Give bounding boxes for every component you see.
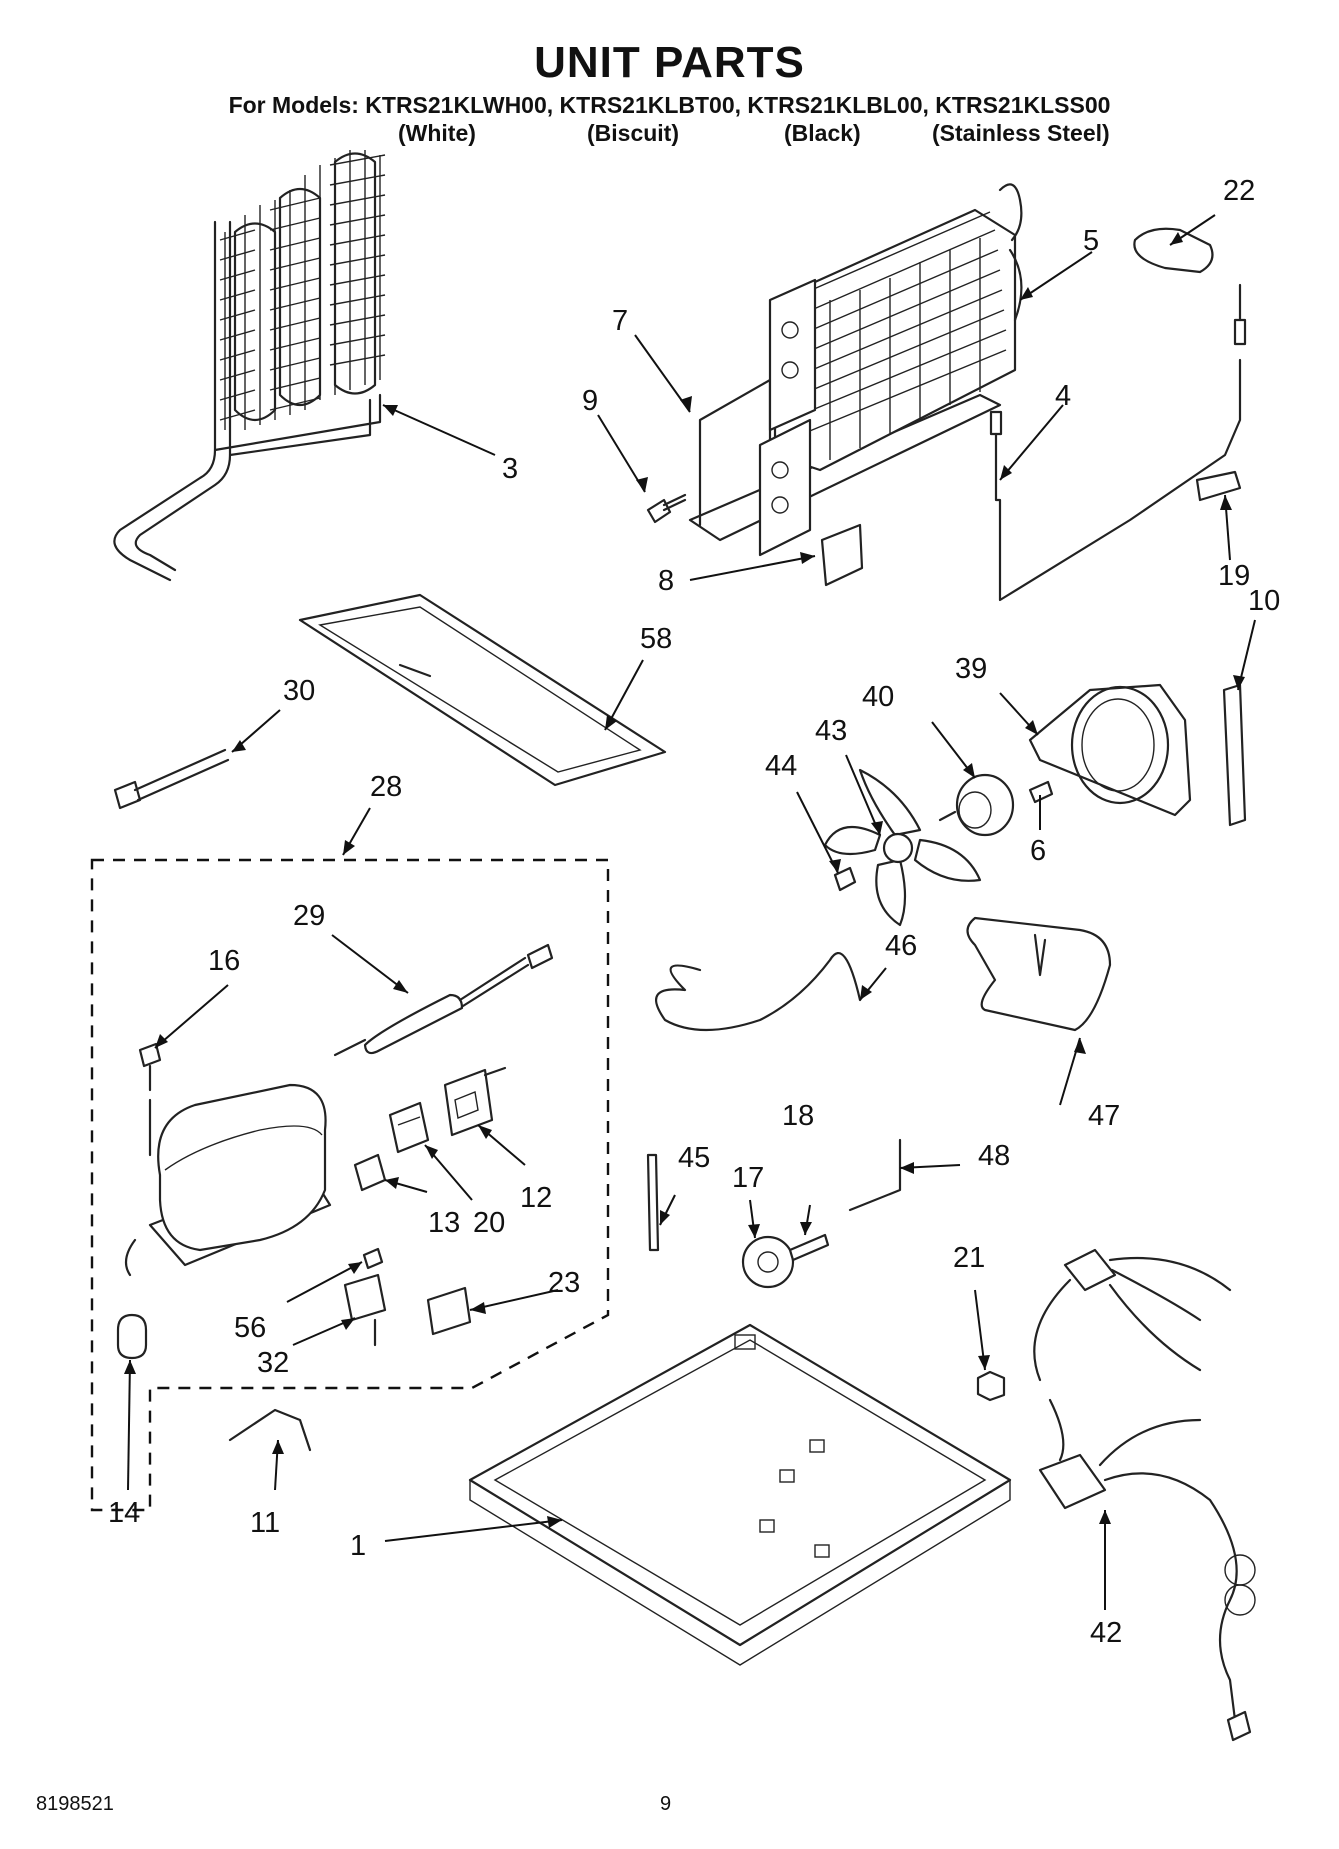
bracket-clip: [820, 523, 864, 587]
callout-16: 16: [208, 945, 240, 977]
capacitor-plug: [426, 1286, 472, 1336]
variant-biscuit: (Biscuit): [587, 120, 679, 146]
callout-22: 22: [1223, 175, 1255, 207]
wire-harness: [1033, 1248, 1256, 1742]
variant-black: (Black): [784, 120, 861, 146]
defrost-sensor: [989, 283, 1247, 602]
blade-retainer: [833, 866, 857, 892]
mounting-grommet: [116, 1313, 148, 1360]
rubber-cap: [1133, 227, 1214, 274]
compressor: [124, 1083, 332, 1277]
terminal-cover: [443, 1066, 507, 1137]
callout-32: 32: [257, 1347, 289, 1379]
callout-18: 18: [782, 1100, 814, 1132]
models-line: For Models: KTRS21KLWH00, KTRS21KLBT00, …: [228, 92, 1111, 118]
callout-10: 10: [1248, 585, 1280, 617]
callout-8: 8: [658, 565, 674, 597]
callout-13: 13: [428, 1207, 460, 1239]
roller-pin: [646, 1153, 660, 1252]
drain-tube: [848, 1138, 902, 1212]
motor-screw: [1028, 780, 1054, 804]
hex-nut: [976, 1370, 1006, 1402]
callout-45: 45: [678, 1142, 710, 1174]
callout-9: 9: [582, 385, 598, 417]
variant-stainless-steel: (Stainless Steel): [932, 120, 1110, 146]
roller-axle: [788, 1233, 830, 1262]
callout-56: 56: [234, 1312, 266, 1344]
callout-43: 43: [815, 715, 847, 747]
callout-4: 4: [1055, 380, 1071, 412]
capacitor-screw: [362, 1247, 384, 1270]
page-number: 9: [660, 1793, 672, 1815]
variant-white: (White): [398, 120, 476, 146]
evaporator-screw: [646, 493, 687, 524]
compressor-kit-boundary: [90, 858, 610, 1512]
callout-23: 23: [548, 1267, 580, 1299]
fan-shroud: [1028, 683, 1192, 817]
fan-blade: [823, 768, 982, 927]
callout-58: 58: [640, 623, 672, 655]
condenser-coil: [113, 150, 386, 582]
callout-46: 46: [885, 930, 917, 962]
filter-drier: [333, 943, 554, 1057]
callout-47: 47: [1088, 1100, 1120, 1132]
callout-39: 39: [955, 653, 987, 685]
callout-20: 20: [473, 1207, 505, 1239]
callout-17: 17: [732, 1162, 764, 1194]
callout-29: 29: [293, 900, 325, 932]
callout-40: 40: [862, 681, 894, 713]
callout-28: 28: [370, 771, 402, 803]
callout-21: 21: [953, 1242, 985, 1274]
drain-pan: [298, 593, 667, 787]
callout-7: 7: [612, 305, 628, 337]
run-capacitor: [343, 1273, 387, 1347]
compressor-screw: [138, 1042, 162, 1092]
unit-base: [468, 1323, 1012, 1666]
callout-11: 11: [250, 1507, 280, 1539]
callout-12: 12: [520, 1182, 552, 1214]
page-title: UNIT PARTS: [534, 38, 805, 87]
capillary-tube: [655, 952, 862, 1032]
callout-3: 3: [502, 453, 518, 485]
callout-1: 1: [350, 1530, 366, 1562]
leader-arrowheads: [124, 232, 1245, 1528]
fan-motor: [938, 773, 1015, 837]
callout-44: 44: [765, 750, 797, 782]
wire-clip: [228, 1408, 312, 1452]
callout-30: 30: [283, 675, 315, 707]
cable-tie: [113, 748, 230, 810]
document-code: 8198521: [36, 1793, 114, 1815]
gasket-strip: [1222, 683, 1247, 827]
overload-protector: [388, 1101, 430, 1154]
sensor-clip: [1195, 470, 1242, 502]
callout-42: 42: [1090, 1617, 1122, 1649]
callout-48: 48: [978, 1140, 1010, 1172]
callout-labels: 22 5 7 9 4 3 19 8 10 58 39 40 30 43 44 2…: [108, 175, 1280, 1649]
callout-19: 19: [1218, 560, 1250, 592]
heat-loop: [966, 916, 1112, 1032]
callout-5: 5: [1083, 225, 1099, 257]
relay: [353, 1153, 387, 1192]
evaporator-assembly: [688, 183, 1023, 557]
callout-6: 6: [1030, 835, 1046, 867]
callout-14: 14: [108, 1497, 140, 1529]
rear-roller: [741, 1235, 795, 1289]
